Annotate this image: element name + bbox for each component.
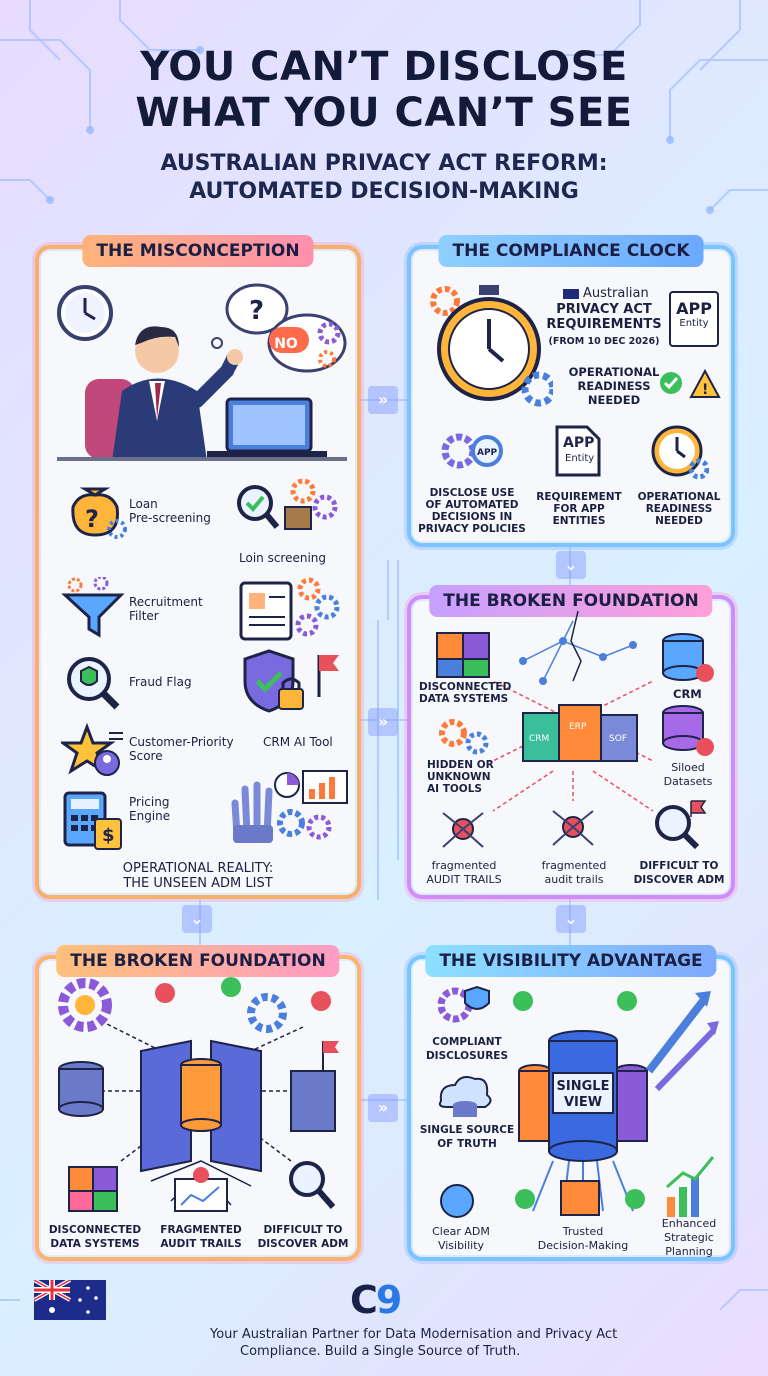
compliance-clock-panel: THE COMPLIANCE CLOCK Australian PRIVACY …: [410, 235, 732, 544]
australian-flag-icon: [34, 1280, 106, 1320]
check-warning-icons: !: [660, 369, 721, 398]
connector-arrow: »: [368, 386, 398, 414]
funnel-icon: [61, 577, 125, 638]
vis-compliant-disclosures: COMPLIANT DISCLOSURES: [425, 1036, 509, 1062]
broken-foundation-heading-left: THE BROKEN FOUNDATION: [56, 945, 340, 977]
foundation1-crm: CRM: [673, 687, 702, 701]
readiness-needed-top: OPERATIONAL READINESS NEEDED: [568, 365, 660, 407]
broken-foundation-panel-left: THE BROKEN FOUNDATION DISCONNECTED D: [38, 945, 358, 1258]
robot-hand-chart-icon: [231, 770, 348, 843]
tagline-line-2: Compliance. Build a Single Source of Tru…: [240, 1344, 521, 1359]
no-bubble: NO: [274, 336, 298, 352]
req-title-1: PRIVACY ACT: [556, 302, 652, 317]
db-label-crm: CRM: [529, 734, 549, 744]
connector-arrow: ⌄: [556, 905, 586, 933]
visibility-advantage-heading: THE VISIBILITY ADVANTAGE: [425, 945, 717, 977]
svg-text:$: $: [102, 825, 115, 846]
compliance-clock-heading: THE COMPLIANCE CLOCK: [438, 235, 704, 267]
req-country: Australian: [563, 287, 649, 301]
title-line-1: YOU CAN’T DISCLOSE: [140, 44, 628, 90]
calculator-icon: $: [63, 791, 122, 850]
foundation1-hidden-ai-tools: HIDDEN OR UNKNOWN AI TOOLS: [427, 759, 494, 795]
misconception-footer-line1: OPERATIONAL REALITY:: [122, 861, 274, 876]
misconception-heading: THE MISCONCEPTION: [82, 235, 314, 267]
page-title-block: YOU CAN’T DISCLOSE WHAT YOU CAN’T SEE AU…: [0, 44, 768, 206]
misconception-footer-line2: THE UNSEEN ADM LIST: [123, 876, 273, 891]
misconception-footer: OPERATIONAL REALITY: THE UNSEEN ADM LIST: [41, 861, 355, 891]
broken-foundation-panel-right: THE BROKEN FOUNDATION CRM E: [410, 585, 732, 896]
clock-icon: [57, 285, 113, 341]
foundation1-siloed-datasets: Siloed Datasets: [663, 761, 713, 788]
connector-arrow: »: [368, 1094, 398, 1122]
app-card-label: APP: [676, 299, 712, 318]
tagline-line-1: Your Australian Partner for Data Moderni…: [210, 1327, 618, 1342]
item-pricing-engine: Pricing Engine: [129, 795, 171, 823]
item-loan-prescreening: Loan Pre-screening: [129, 497, 211, 525]
broken-walls-illustration: [58, 977, 339, 1212]
broken-foundation-heading-right: THE BROKEN FOUNDATION: [429, 585, 713, 617]
au-flag-icon: [563, 288, 579, 299]
clock-bottom-disclose: DISCLOSE USE OF AUTOMATED DECISIONS IN P…: [418, 487, 526, 535]
item-loin-screening: Loin screening: [239, 551, 327, 565]
foundation2-disconnected: DISCONNECTED DATA SYSTEMS: [48, 1224, 142, 1250]
foundation2-difficult-discover: DIFFICULT TO DISCOVER ADM: [257, 1224, 349, 1250]
businessman-illustration: ?: [57, 283, 347, 461]
magnifier-box-icon: [237, 478, 338, 530]
star-person-icon: [61, 723, 123, 776]
req-country-label: Australian: [583, 286, 649, 301]
vis-enhanced-planning: Enhanced Strategic Planning: [661, 1217, 717, 1258]
svg-text:?: ?: [249, 296, 264, 326]
shield-search-icon: [67, 657, 120, 710]
c9-logo: C9: [350, 1278, 402, 1322]
app-card-sub: Entity: [679, 318, 709, 329]
app-badge: APP: [477, 448, 498, 458]
vis-single-view: SINGLE VIEW: [556, 1079, 610, 1110]
logo-c: C: [350, 1278, 378, 1322]
vis-trusted-decision: Trusted Decision-Making: [537, 1225, 629, 1252]
svg-text:!: !: [702, 382, 708, 398]
vis-clear-adm: Clear ADM Visibility: [432, 1225, 490, 1252]
foundation1-difficult-discover: DIFFICULT TO DISCOVER ADM: [633, 860, 725, 886]
app-doc-sub: Entity: [565, 453, 594, 464]
item-crm-ai-tool: CRM AI Tool: [263, 735, 333, 749]
logo-9: 9: [375, 1278, 402, 1322]
db-label-erp: ERP: [569, 722, 587, 732]
network-diagram: CRM ERP SOF: [436, 610, 714, 850]
item-fraud-flag: Fraud Flag: [129, 675, 192, 689]
app-entity-card: APP Entity: [669, 291, 719, 347]
gears-app-icon: APP: [441, 433, 503, 469]
footer-tagline: Your Australian Partner for Data Moderni…: [210, 1326, 670, 1360]
req-date: (FROM 10 DEC 2026): [548, 336, 660, 347]
item-recruitment-filter: Recruitment Filter: [129, 595, 203, 623]
clock-bottom-requirement: REQUIREMENT FOR APP ENTITIES: [536, 491, 622, 527]
visibility-advantage-panel: THE VISIBILITY ADVANTAGE COMPLIANT DISCL…: [410, 945, 732, 1258]
subtitle-line-1: AUSTRALIAN PRIVACY ACT REFORM:: [160, 151, 608, 176]
stopwatch-icon: [430, 285, 553, 407]
single-view-illustration: [437, 985, 719, 1218]
connector-arrow: ⌄: [556, 551, 586, 579]
svg-text:?: ?: [85, 505, 99, 533]
foundation1-audit-trails-2: fragmented audit trails: [541, 859, 607, 886]
connector-arrow: »: [368, 708, 398, 736]
clock-bottom-readiness: OPERATIONAL READINESS NEEDED: [637, 491, 721, 527]
money-bag-icon: ?: [71, 487, 127, 539]
misconception-panel: THE MISCONCEPTION ? NO ? Loan Pre: [38, 235, 358, 896]
foundation1-disconnected: DISCONNECTED DATA SYSTEMS: [419, 681, 512, 705]
vis-single-source: SINGLE SOURCE OF TRUTH: [419, 1124, 515, 1150]
subtitle-line-2: AUTOMATED DECISION-MAKING: [189, 179, 579, 204]
db-label-sof: SOF: [609, 734, 627, 744]
connector-arrow: ⌄: [182, 905, 212, 933]
clock-gear-icon: [651, 425, 709, 480]
req-title-2: REQUIREMENTS: [546, 317, 662, 332]
title-line-2: WHAT YOU CAN’T SEE: [135, 90, 633, 136]
shield-lock-icon: [243, 649, 339, 713]
resume-gears-icon: [239, 577, 340, 641]
foundation1-audit-trails-1: fragmented AUDIT TRAILS: [426, 859, 502, 886]
app-document-icon: APP Entity: [555, 425, 601, 477]
item-customer-priority-score: Customer-Priority Score: [129, 735, 234, 763]
app-doc-label: APP: [563, 435, 594, 451]
foundation2-audit-trails: FRAGMENTED AUDIT TRAILS: [160, 1224, 242, 1250]
